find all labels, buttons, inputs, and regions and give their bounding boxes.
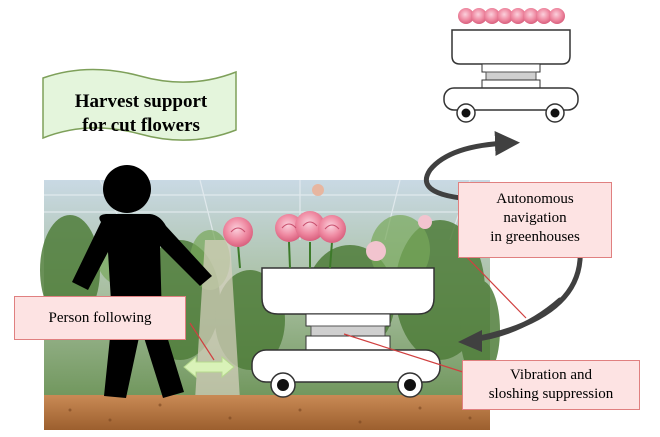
banner-line-2: for cut flowers <box>82 115 200 136</box>
rose-row-top <box>458 8 565 24</box>
robot-cart-top <box>443 8 579 123</box>
callout-vibration-line-2: sloshing suppression <box>488 386 614 402</box>
callout-navigation: Autonomous navigation in greenhouses <box>458 182 612 258</box>
banner-title: Harvest support for cut flowers <box>48 90 234 138</box>
rose-icon <box>223 211 346 269</box>
callout-navigation-line-2: navigation <box>503 210 567 226</box>
callout-pointers <box>189 247 527 374</box>
callout-navigation-line-1: Autonomous <box>496 191 574 207</box>
callout-vibration: Vibration and sloshing suppression <box>462 360 640 410</box>
callout-person-following-label: Person following <box>48 310 152 326</box>
callout-vibration-line-1: Vibration and <box>510 367 592 383</box>
banner-shape <box>42 68 237 141</box>
banner-line-1: Harvest support <box>74 91 208 112</box>
background-roses <box>312 184 432 261</box>
double-arrow-icon <box>183 355 235 379</box>
callout-navigation-line-3: in greenhouses <box>490 229 580 245</box>
callout-person-following: Person following <box>14 296 186 340</box>
robot-cart-icon <box>251 267 441 398</box>
